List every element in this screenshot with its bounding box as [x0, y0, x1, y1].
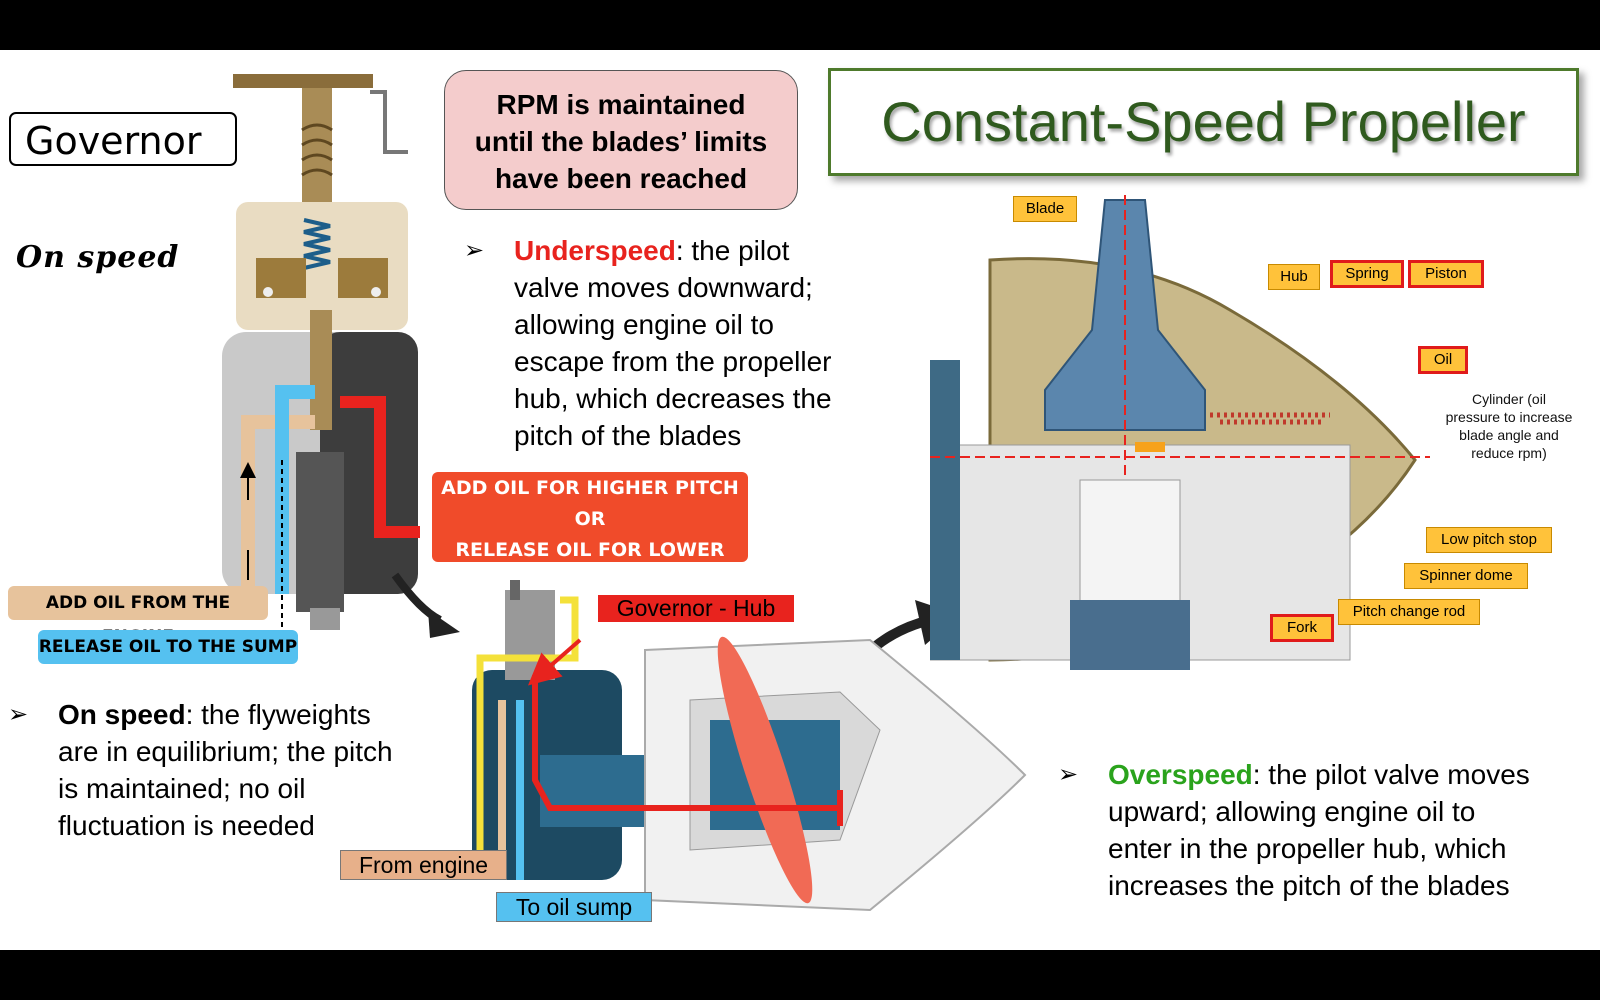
drive-gear	[310, 608, 340, 630]
oil-action-box: ADD OIL FOR HIGHER PITCH OR RELEASE OIL …	[432, 472, 748, 592]
pilot-valve	[310, 310, 332, 430]
arrow-bullet-icon: ➢	[1058, 761, 1079, 788]
overspeed-line: : the pilot valve moves	[1252, 759, 1530, 790]
overspeed-line: enter in the propeller hub, which	[1108, 833, 1507, 864]
label-pitch-change-rod: Pitch change rod	[1338, 599, 1480, 625]
underspeed-line: valve moves downward;	[514, 272, 813, 303]
oil-action-line: OR	[574, 508, 606, 530]
governor-hub-label: Governor - Hub	[598, 595, 794, 622]
rpm-note-line: have been reached	[494, 163, 748, 194]
governor-shaft	[302, 88, 332, 208]
to-oil-sump-label: To oil sump	[496, 892, 652, 922]
crankshaft-flange	[930, 360, 960, 660]
governor-lever	[370, 90, 408, 154]
hub-oil-path	[340, 396, 420, 538]
cylinder-line: reduce rpm)	[1471, 445, 1547, 461]
rpm-note-line: until the blades’ limits	[474, 126, 768, 157]
oil-action-line: RELEASE OIL FOR LOWER PITCH	[455, 539, 725, 592]
governor-top-plate	[233, 74, 373, 88]
label-fork: Fork	[1270, 614, 1334, 642]
on-speed-line: : the flyweights	[185, 699, 371, 730]
propeller-blade	[717, 636, 813, 904]
return-spring	[1210, 412, 1330, 425]
label-spinner-dome: Spinner dome	[1404, 563, 1528, 589]
on-speed-label: On speed	[16, 240, 180, 275]
page-title: Constant-Speed Propeller	[881, 90, 1526, 153]
label-piston: Piston	[1408, 260, 1484, 288]
cylinder-line: pressure to increase	[1445, 409, 1573, 425]
label-oil: Oil	[1418, 346, 1468, 374]
from-engine-label: From engine	[340, 850, 507, 880]
underspeed-line: escape from the propeller	[514, 346, 832, 377]
speeder-spring	[303, 218, 331, 270]
on-speed-line: fluctuation is needed	[58, 810, 315, 841]
label-spring: Spring	[1330, 260, 1404, 288]
underspeed-line: allowing engine oil to	[514, 309, 774, 340]
on-speed-term: On speed	[58, 699, 186, 730]
on-speed-line: is maintained; no oil	[58, 773, 306, 804]
propeller-cutaway	[930, 190, 1430, 670]
governor-oil-line	[476, 596, 579, 850]
arrow-bullet-icon: ➢	[464, 237, 485, 264]
governor-illustration	[222, 74, 420, 630]
overspeed-term: Overspeed	[1108, 759, 1253, 790]
curved-arrow-icon	[391, 572, 460, 638]
on-speed-line: are in equilibrium; the pitch	[58, 736, 393, 767]
arrow-bullet-icon: ➢	[8, 701, 29, 728]
slide: Constant-Speed Propeller Governor On spe…	[0, 50, 1600, 950]
hub-oil-line	[532, 675, 840, 811]
label-low-pitch-stop: Low pitch stop	[1426, 527, 1552, 553]
overspeed-line: increases the pitch of the blades	[1108, 870, 1510, 901]
governor-label: Governor	[9, 112, 237, 166]
engine-oil-path	[241, 415, 315, 594]
oil-action-line: ADD OIL FOR HIGHER PITCH	[441, 477, 739, 499]
label-blade: Blade	[1013, 196, 1077, 222]
underspeed-line: pitch of the blades	[514, 420, 742, 451]
overspeed-line: upward; allowing engine oil to	[1108, 796, 1476, 827]
rpm-note-line: RPM is maintained	[496, 89, 746, 120]
label-hub: Hub	[1268, 264, 1320, 290]
add-oil-engine-label: ADD OIL FROM THE ENGINE	[8, 586, 268, 647]
release-oil-sump-label: RELEASE OIL TO THE SUMP	[38, 630, 298, 664]
underspeed-term: Underspeed	[514, 235, 676, 266]
underspeed-line: : the pilot	[675, 235, 790, 266]
label-cylinder: Cylinder (oil pressure to increase blade…	[1434, 390, 1584, 462]
cylinder-line: blade angle and	[1459, 427, 1559, 443]
underspeed-line: hub, which decreases the	[514, 383, 832, 414]
cylinder-line: Cylinder (oil	[1472, 391, 1546, 407]
rpm-note: RPM is maintained until the blades’ limi…	[444, 70, 798, 210]
title-box: Constant-Speed Propeller	[828, 68, 1579, 176]
fork-part	[1135, 442, 1165, 452]
